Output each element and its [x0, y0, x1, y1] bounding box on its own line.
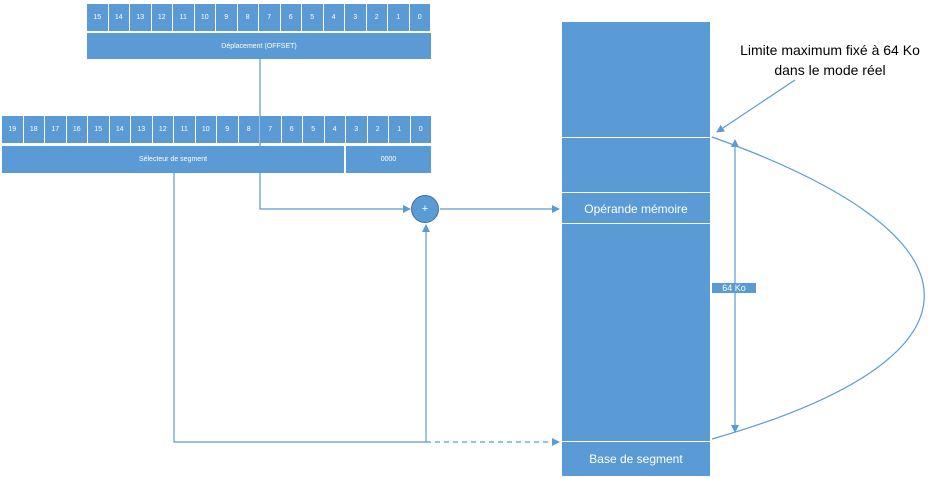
- segment-base-label: Base de segment: [589, 452, 683, 466]
- bit-cell: 12: [151, 4, 172, 31]
- memory-block: [562, 22, 710, 476]
- bit-cell: 13: [131, 116, 152, 143]
- offset-to-adder-line: [259, 59, 411, 213]
- bit-cell: 5: [303, 116, 324, 143]
- bit-cell: 8: [238, 116, 259, 143]
- adder-circle: +: [411, 195, 439, 223]
- bit-cell: 9: [217, 116, 238, 143]
- operand-top-line: [562, 192, 710, 193]
- bit-cell: 11: [174, 116, 195, 143]
- bit-cell: 14: [108, 4, 129, 31]
- bit-cell: 16: [66, 116, 87, 143]
- bit-cell: 15: [88, 116, 109, 143]
- bit-cell: 2: [366, 4, 387, 31]
- bit-cell: 12: [152, 116, 173, 143]
- bit-cell: 14: [109, 116, 130, 143]
- bit-cell: 2: [367, 116, 388, 143]
- bit-cell: 10: [194, 4, 215, 31]
- limit-curve: [711, 136, 925, 440]
- bit-cell: 1: [388, 4, 409, 31]
- bit-cell: 15: [87, 4, 108, 31]
- operand-bottom-line: [562, 223, 710, 224]
- bit-cell: 3: [345, 4, 366, 31]
- bit-cell: 3: [346, 116, 367, 143]
- bit-cell: 7: [259, 4, 280, 31]
- note-line-1: Limite maximum fixé à 64 Ko: [740, 42, 920, 58]
- segment-selector-label: Sélecteur de segment: [2, 146, 344, 173]
- segment-limit-line: [562, 137, 710, 138]
- bit-cell: 0: [409, 4, 430, 31]
- segment-base-line: [562, 441, 710, 442]
- note-line-2: dans le mode réel: [774, 62, 886, 78]
- bit-cell: 0: [410, 116, 431, 143]
- bit-cell: 19: [2, 116, 23, 143]
- operand-memory-label: Opérande mémoire: [584, 202, 688, 216]
- bit-cell: 18: [23, 116, 44, 143]
- bit-cell: 10: [195, 116, 216, 143]
- bit-cell: 7: [260, 116, 281, 143]
- bit-cell: 17: [45, 116, 66, 143]
- bit-cell: 6: [281, 116, 302, 143]
- offset-label: Déplacement (OFFSET): [87, 33, 431, 59]
- bit-cell: 9: [216, 4, 237, 31]
- selector-to-base-line: [173, 173, 426, 443]
- bit-cell: 6: [280, 4, 301, 31]
- bit-cell: 13: [130, 4, 151, 31]
- bit-cell: 1: [389, 116, 410, 143]
- segment-zero-label: 0000: [346, 146, 431, 173]
- bit-cell: 5: [302, 4, 323, 31]
- bit-cell: 4: [323, 4, 344, 31]
- limit-note: Limite maximum fixé à 64 Ko dans le mode…: [727, 40, 933, 80]
- bit-cell: 8: [237, 4, 258, 31]
- bit-cell: 4: [324, 116, 345, 143]
- note-arrow: [716, 79, 796, 133]
- size-label: 64 Ko: [712, 283, 756, 293]
- bit-cell: 11: [173, 4, 194, 31]
